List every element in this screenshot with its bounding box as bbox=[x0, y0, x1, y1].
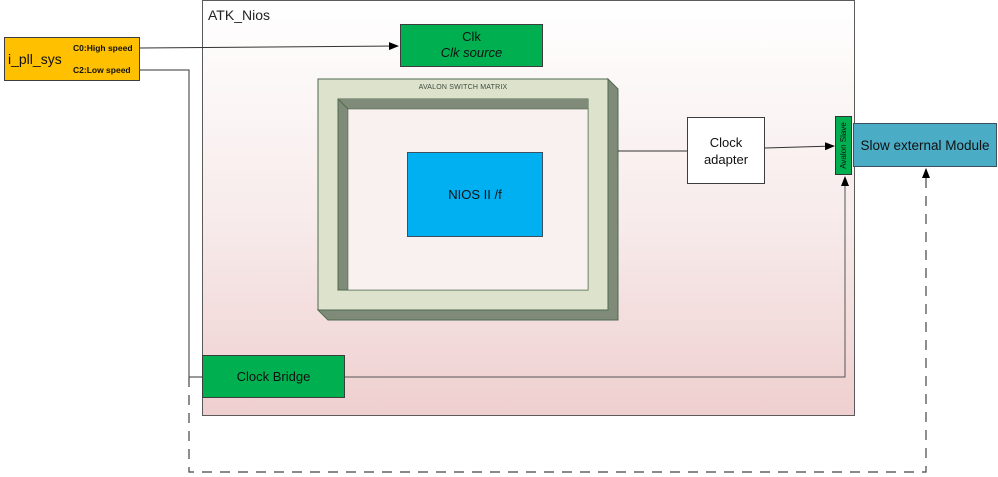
clk-source-block[interactable]: Clk Clk source bbox=[400, 24, 543, 67]
clock-bridge-block[interactable]: Clock Bridge bbox=[202, 355, 345, 398]
clock-bridge-label: Clock Bridge bbox=[236, 369, 311, 384]
slow-module-label: Slow external Module bbox=[860, 137, 990, 153]
clock-adapter-label-2: adapter bbox=[703, 151, 749, 167]
pll-name: i_pll_sys bbox=[8, 51, 62, 67]
link-bridge-to-avalon-slave bbox=[345, 176, 849, 378]
link-adapter-to-avalon-slave bbox=[764, 142, 835, 151]
avalon-slave-label: Avalon Slave bbox=[839, 122, 848, 169]
container-title: ATK_Nios bbox=[208, 7, 270, 23]
clk-subtitle: Clk source bbox=[440, 45, 503, 60]
pll-port-c0: C0:High speed bbox=[73, 43, 133, 53]
link-c0-to-clk bbox=[139, 42, 399, 51]
nios-block[interactable]: NIOS II /f bbox=[407, 152, 543, 237]
slow-external-module-block[interactable]: Slow external Module bbox=[853, 123, 997, 167]
switch-matrix-label: AVALON SWITCH MATRIX bbox=[418, 84, 508, 91]
pll-block[interactable] bbox=[4, 37, 140, 81]
link-c2-to-clock-bridge bbox=[140, 69, 202, 378]
clk-title: Clk bbox=[462, 29, 481, 44]
avalon-slave-label-wrap: Avalon Slave bbox=[836, 116, 851, 175]
clock-adapter-block[interactable]: Clock adapter bbox=[687, 117, 765, 184]
nios-label: NIOS II /f bbox=[448, 187, 502, 202]
clock-adapter-label-1: Clock bbox=[709, 134, 743, 150]
pll-port-c2: C2:Low speed bbox=[73, 65, 131, 75]
avalon-slave-port[interactable] bbox=[835, 116, 852, 175]
